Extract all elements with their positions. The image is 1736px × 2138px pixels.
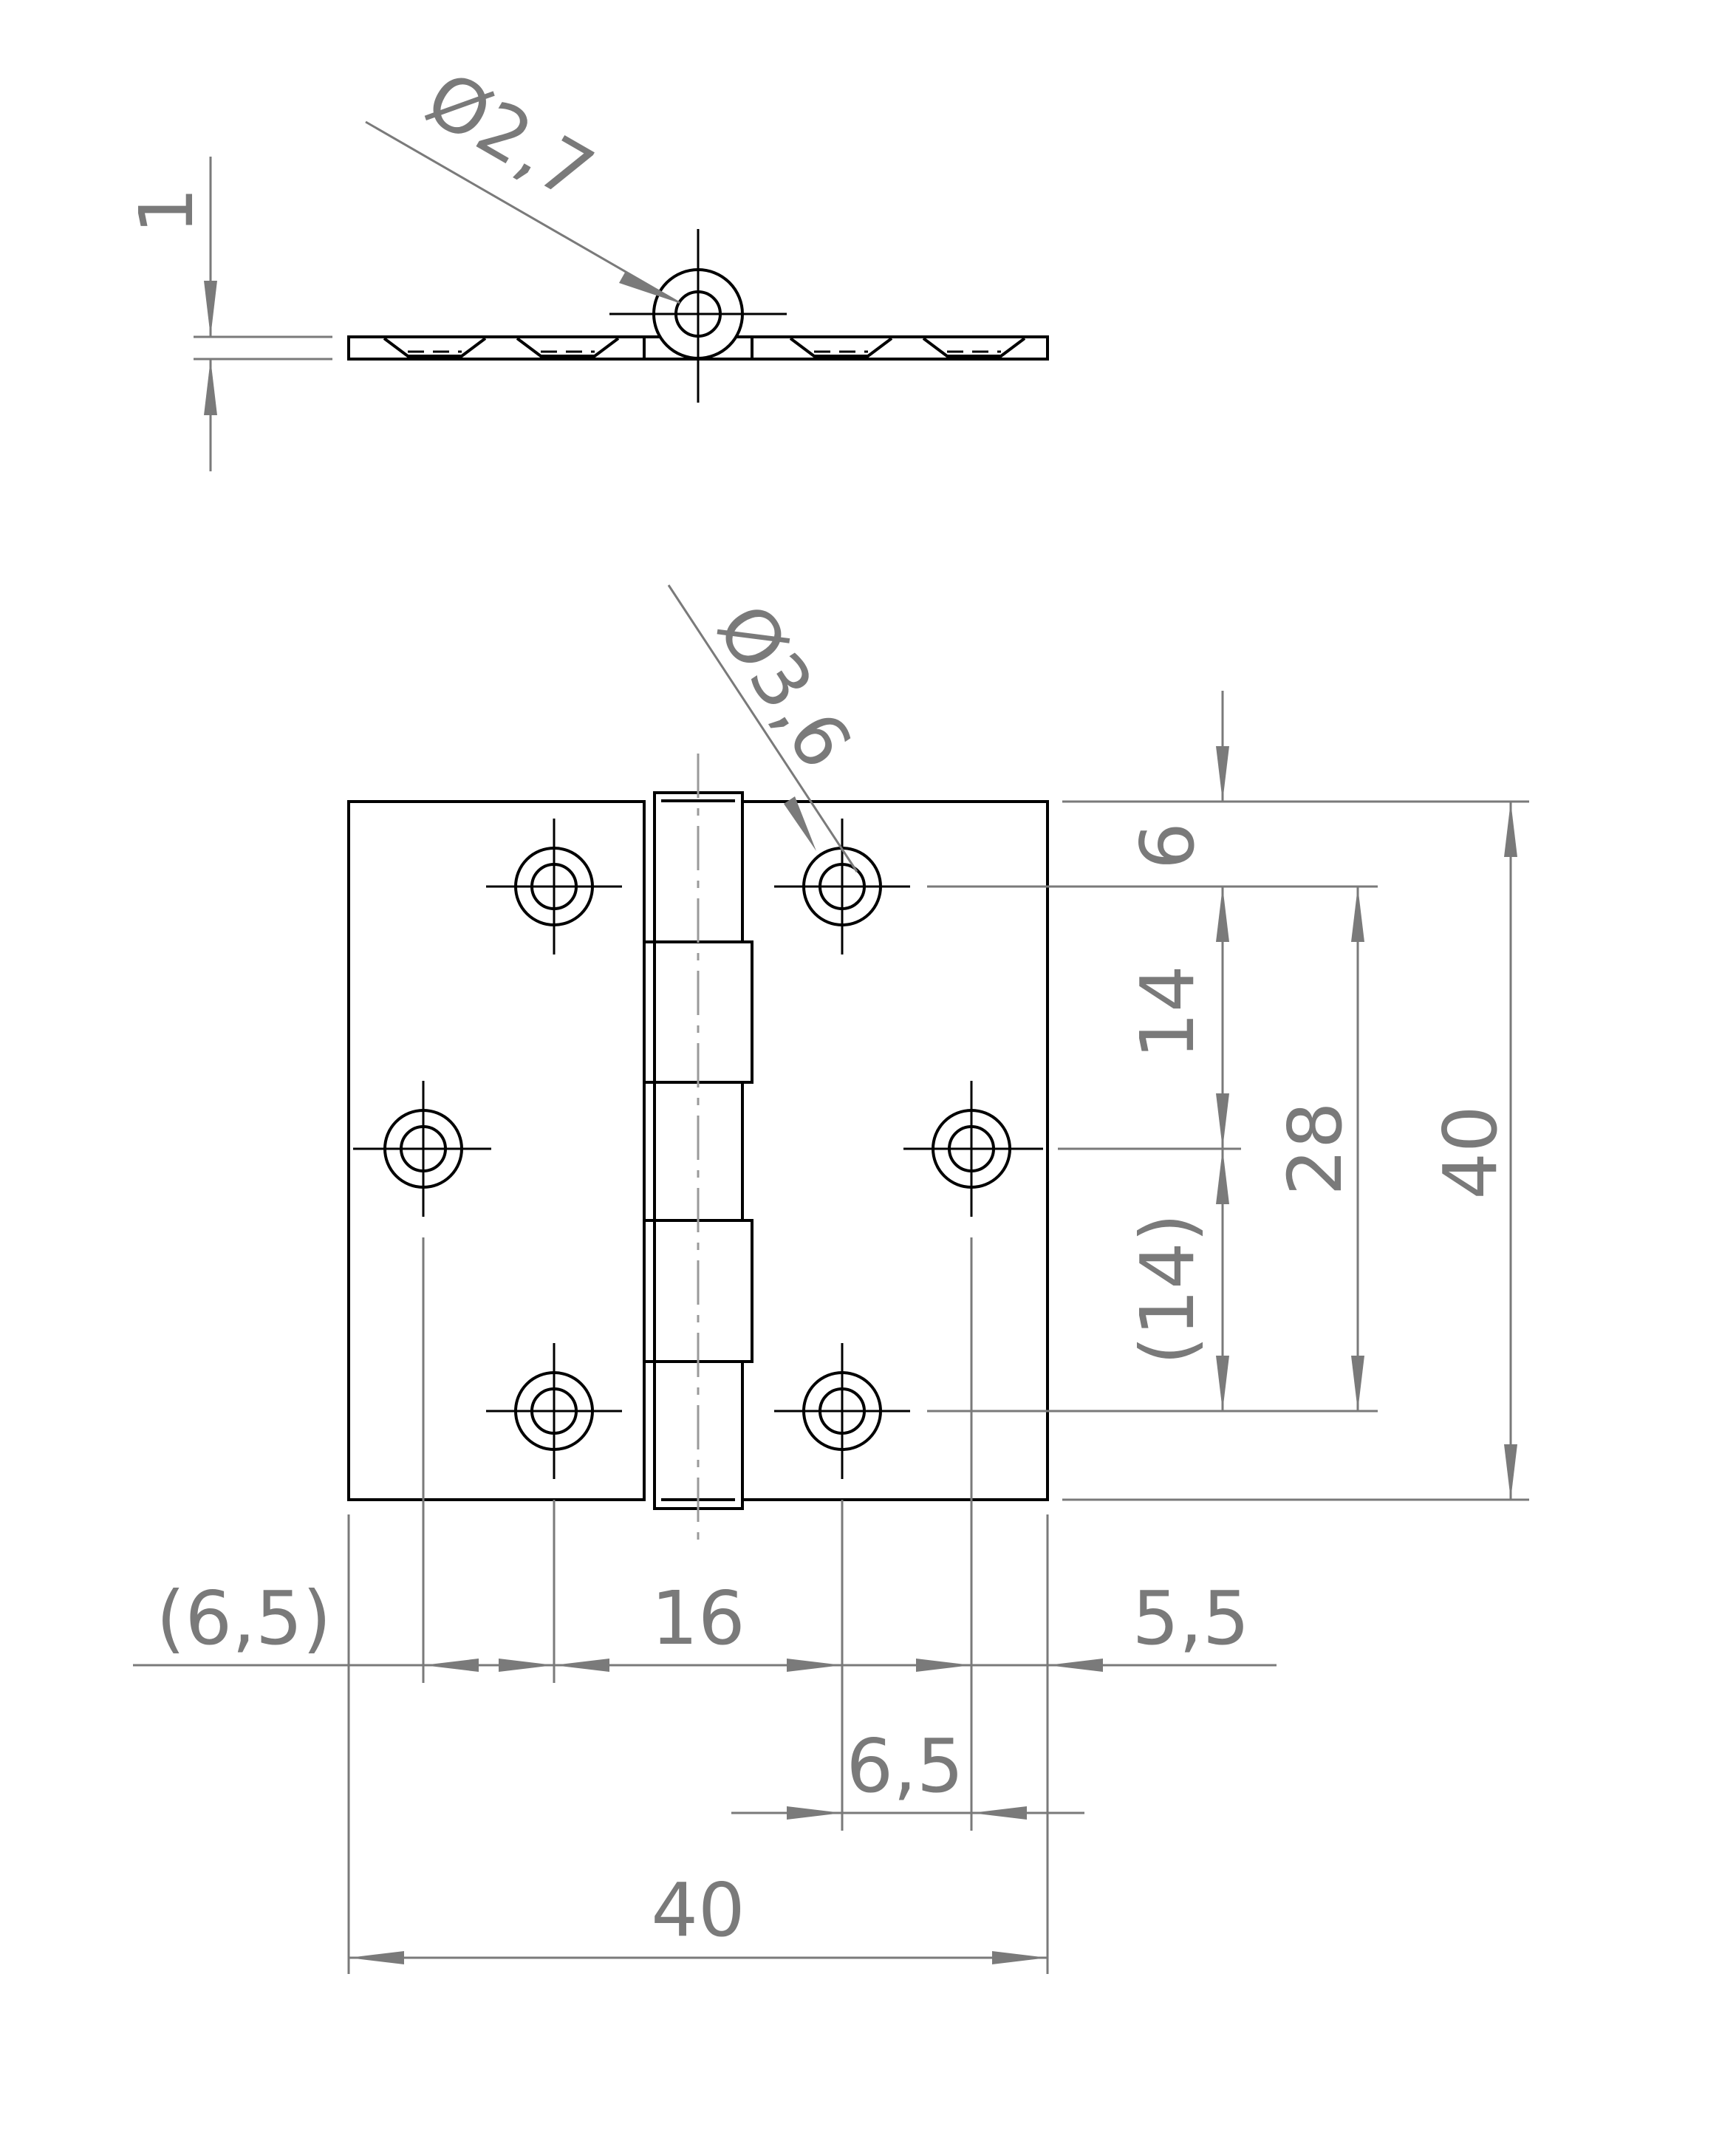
screw-hole-top-left: [486, 819, 622, 954]
dim-right-edge-to-hole-label: 5,5: [1132, 1575, 1249, 1661]
dim-overall-width-label: 40: [651, 1867, 745, 1953]
dim-top-edge-to-hole: 6: [1124, 691, 1229, 870]
dim-inner-hole-offset: 6,5: [731, 1723, 1084, 1820]
vertical-dimensions: 6 14 (14) 28 40: [667, 584, 1529, 1501]
right-leaf-outline: [741, 800, 1049, 1501]
dim-hole-pitch-lower-label: (14): [1124, 1213, 1211, 1365]
dim-outer-hole-span: 28: [1272, 887, 1364, 1411]
screw-hole-mid-right: [903, 1081, 1043, 1217]
dim-pin-diameter: Ø2,7: [365, 55, 681, 304]
dim-left-edge-to-hole: (6,5): [156, 1575, 554, 1672]
dim-hole-pair-span-label: 16: [651, 1575, 745, 1661]
dim-hole-pair-span: 16: [554, 1575, 842, 1672]
screw-hole-bottom-right: [774, 1343, 910, 1479]
screw-hole-top-right: [774, 819, 910, 954]
dim-outer-hole-span-label: 28: [1272, 1102, 1359, 1195]
dim-overall-height: 40: [1427, 802, 1517, 1500]
dim-inner-hole-offset-label: 6,5: [846, 1723, 963, 1809]
left-leaf-outline: [347, 800, 656, 1501]
horizontal-dimensions: (6,5) 16 5,5 6,5 40: [133, 1237, 1277, 1974]
side-view-countersinks: [383, 337, 1026, 358]
dim-left-edge-to-hole-label: (6,5): [156, 1575, 331, 1661]
dim-right-edge-to-hole: 5,5: [916, 1575, 1250, 1672]
front-view: [347, 754, 1049, 1540]
dim-hole-pitch-upper: 14: [1124, 887, 1229, 1149]
dim-hole-diameter-label: Ø3,6: [700, 589, 869, 783]
dim-side-thickness-label: 1: [123, 187, 210, 234]
dim-top-edge-to-hole-label: 6: [1124, 822, 1211, 870]
dim-hole-pitch-upper-label: 14: [1124, 965, 1211, 1059]
screw-hole-mid-left: [353, 1081, 491, 1217]
screw-holes: [353, 819, 1043, 1479]
dim-hole-pitch-lower: (14): [1124, 1149, 1229, 1411]
side-view: 1 Ø2,7: [123, 55, 1049, 471]
screw-hole-bottom-left: [486, 1343, 622, 1479]
dim-pin-diameter-label: Ø2,7: [412, 55, 607, 217]
dim-overall-width: 40: [349, 1867, 1048, 1964]
dim-side-thickness: 1: [123, 157, 332, 471]
dim-overall-height-label: 40: [1427, 1105, 1514, 1199]
